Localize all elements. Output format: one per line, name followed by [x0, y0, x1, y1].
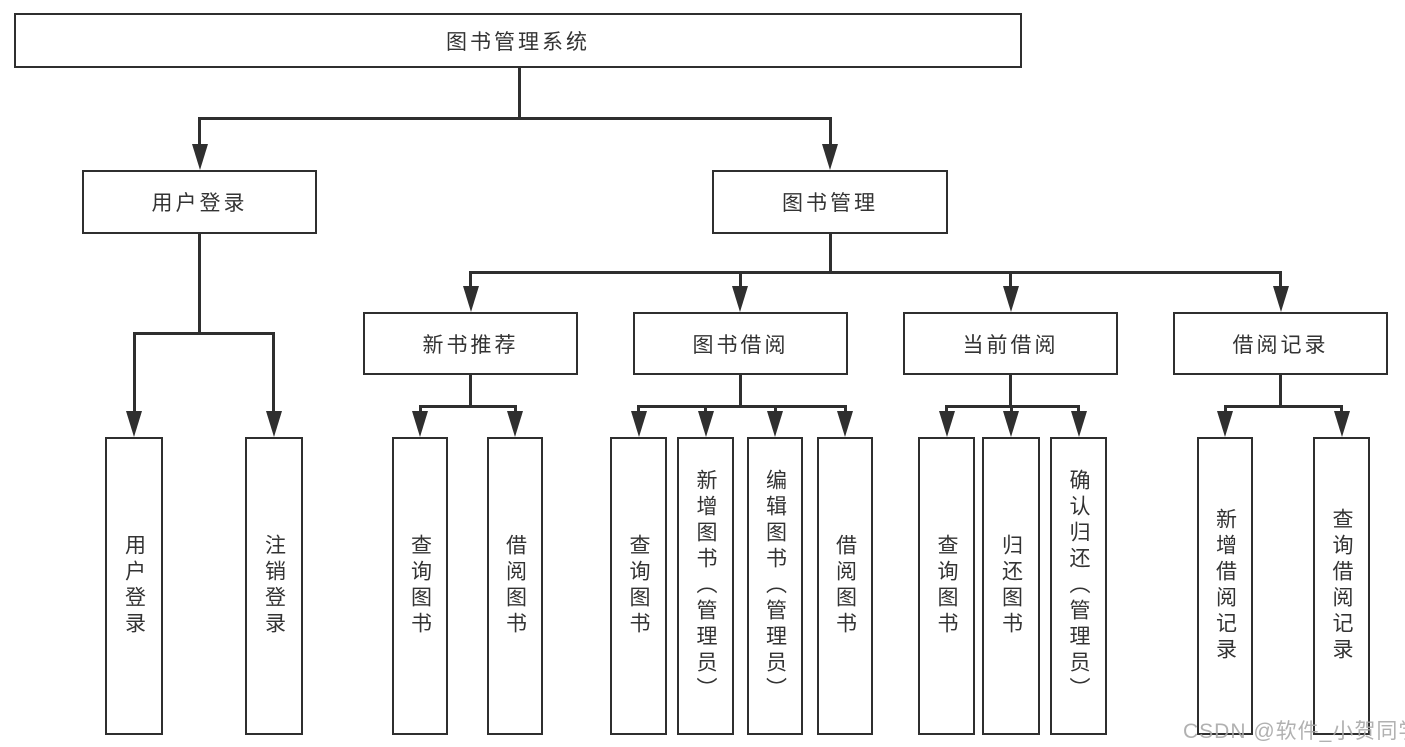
node-label: 图书管理系统 [446, 30, 590, 54]
node-book-borrowing: 图书借阅 [633, 312, 848, 375]
leaf-confirm-return-admin: 确认归还（管理员） [1050, 437, 1107, 735]
leaf-label: 注销登录 [262, 534, 286, 638]
node-new-book-recommendation: 新书推荐 [363, 312, 578, 375]
connector-leg [828, 117, 832, 147]
leaf-edit-book-admin: 编辑图书（管理员） [747, 437, 803, 735]
arrow-down-icon [1217, 411, 1233, 437]
node-label: 图书管理 [782, 192, 878, 215]
connector-leg [1009, 405, 1013, 414]
arrow-down-icon [938, 411, 955, 437]
leaf-query-borrow-record: 查询借阅记录 [1313, 437, 1370, 735]
leaf-label: 确认归还（管理员） [1067, 469, 1091, 703]
connector-leg [1009, 271, 1012, 289]
connector-user-login-stem [198, 234, 201, 335]
leaf-query-books-current: 查询图书 [918, 437, 975, 735]
node-borrowing-records: 借阅记录 [1173, 312, 1388, 375]
connector-bar [945, 405, 1080, 408]
connector-book-mgmt-stem [828, 234, 832, 274]
connector-leg [945, 405, 948, 414]
connector-leg [843, 405, 847, 414]
connector-root-stem [517, 68, 521, 120]
arrow-down-icon [126, 411, 142, 437]
leaf-return-book: 归还图书 [982, 437, 1040, 735]
leaf-label: 新增图书（管理员） [694, 469, 718, 703]
node-library-management-system: 图书管理系统 [14, 13, 1022, 68]
connector-stem [1279, 374, 1282, 408]
arrow-down-icon [191, 144, 208, 170]
leaf-label: 借阅图书 [503, 534, 527, 638]
leaf-borrow-books-borrow: 借阅图书 [817, 437, 873, 735]
leaf-logout: 注销登录 [245, 437, 303, 735]
connector-bar [418, 405, 517, 408]
arrow-down-icon [462, 286, 479, 312]
node-label: 用户登录 [151, 192, 248, 215]
leaf-borrow-books-recommend: 借阅图书 [487, 437, 543, 735]
node-label: 图书借阅 [692, 333, 789, 357]
connector-leg [704, 405, 707, 414]
leaf-label: 查询图书 [627, 534, 651, 638]
arrow-down-icon [265, 411, 282, 437]
connector-leg [637, 405, 640, 414]
leaf-label: 借阅图书 [833, 534, 857, 638]
connector-leg [1340, 405, 1343, 414]
arrow-down-icon [822, 144, 838, 170]
leaf-query-books-recommend: 查询图书 [392, 437, 448, 735]
arrow-down-icon [507, 411, 523, 437]
connector-leg [1279, 271, 1282, 289]
leaf-label: 查询图书 [408, 534, 432, 638]
node-label: 借阅记录 [1232, 333, 1329, 357]
arrow-down-icon [1333, 411, 1350, 437]
connector-leg [513, 405, 517, 414]
leaf-user-login: 用户登录 [105, 437, 163, 735]
connector-leg [1077, 405, 1080, 414]
arrow-down-icon [412, 411, 428, 437]
leaf-label: 查询图书 [935, 534, 959, 638]
arrow-down-icon [1070, 411, 1087, 437]
connector-bar [1223, 405, 1343, 408]
leaf-label: 归还图书 [999, 534, 1023, 638]
leaf-label: 查询借阅记录 [1330, 508, 1354, 664]
arrow-down-icon [1272, 286, 1289, 312]
node-label: 当前借阅 [962, 333, 1059, 357]
connector-leg [418, 405, 422, 414]
csdn-watermark: CSDN @软件_小贺同学 [1183, 720, 1405, 743]
connector-stem [738, 374, 742, 408]
connector-leg [773, 405, 777, 414]
connector-leg [469, 271, 472, 289]
connector-leg [132, 332, 136, 412]
arrow-down-icon [837, 411, 853, 437]
leaf-label: 用户登录 [122, 534, 146, 638]
leaf-add-borrow-record: 新增借阅记录 [1197, 437, 1253, 735]
arrow-down-icon [1002, 286, 1019, 312]
connector-stem [469, 374, 472, 408]
arrow-down-icon [1003, 411, 1019, 437]
arrow-down-icon [767, 411, 783, 437]
leaf-label: 新增借阅记录 [1213, 508, 1237, 664]
node-label: 新书推荐 [422, 333, 519, 357]
connector-level3-bar [469, 271, 1282, 274]
connector-leg [272, 332, 275, 412]
connector-level2-bar [198, 117, 832, 120]
arrow-down-icon [697, 411, 714, 437]
connector-stem [1009, 374, 1012, 408]
node-book-management: 图书管理 [712, 170, 948, 234]
connector-user-login-bar [132, 332, 275, 335]
leaf-label: 编辑图书（管理员） [763, 469, 787, 703]
leaf-add-book-admin: 新增图书（管理员） [677, 437, 734, 735]
leaf-query-books-borrow: 查询图书 [610, 437, 667, 735]
node-user-login: 用户登录 [82, 170, 317, 234]
connector-leg [738, 271, 742, 289]
arrow-down-icon [630, 411, 647, 437]
connector-leg [198, 117, 201, 147]
arrow-down-icon [732, 286, 748, 312]
node-current-borrowing: 当前借阅 [903, 312, 1118, 375]
connector-bar [637, 405, 847, 408]
connector-leg [1223, 405, 1227, 414]
